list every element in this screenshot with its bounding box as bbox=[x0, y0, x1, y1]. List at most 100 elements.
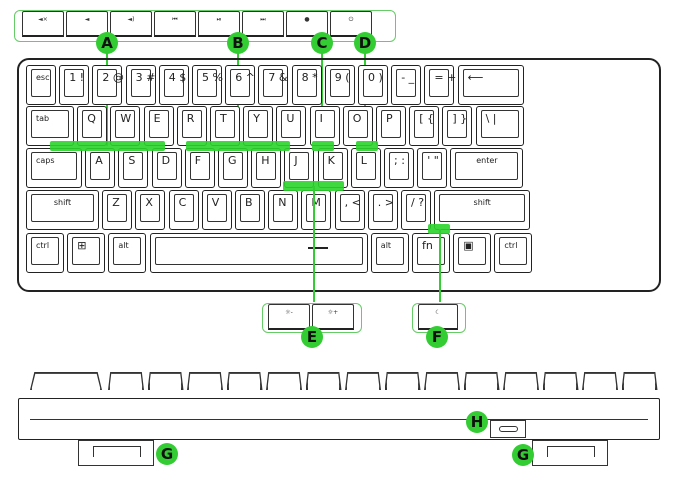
key-label: X bbox=[145, 196, 153, 209]
key-label: ' " bbox=[427, 154, 439, 167]
key-3[interactable]: 3 # bbox=[125, 65, 156, 105]
keycap-top bbox=[347, 110, 368, 138]
key-label: A bbox=[95, 154, 103, 167]
key-label: T bbox=[220, 112, 227, 125]
keycap-top bbox=[90, 152, 111, 180]
side-keycap bbox=[267, 373, 301, 390]
key-fn[interactable]: fn bbox=[412, 233, 450, 273]
key-7[interactable]: 7 & bbox=[258, 65, 289, 105]
key-ctrl[interactable]: ctrl bbox=[494, 233, 533, 273]
key-5[interactable]: 5 % bbox=[192, 65, 223, 105]
key-alt[interactable]: alt bbox=[370, 233, 409, 273]
keycap-top bbox=[140, 194, 161, 222]
volume-down-icon: ◄ bbox=[84, 16, 90, 23]
key-a[interactable]: A bbox=[85, 148, 116, 188]
usb-c-port[interactable] bbox=[499, 426, 518, 432]
key-x[interactable]: X bbox=[135, 190, 166, 230]
key-label: K bbox=[327, 154, 335, 167]
key-8[interactable]: 8 * bbox=[291, 65, 322, 105]
key-1[interactable]: 1 ! bbox=[59, 65, 90, 105]
keycap-top bbox=[306, 194, 327, 222]
keycap-top bbox=[314, 110, 335, 138]
key-z[interactable]: Z bbox=[102, 190, 133, 230]
key-shift[interactable]: shift bbox=[26, 190, 99, 230]
key-u[interactable]: U bbox=[276, 106, 307, 146]
key-t[interactable]: T bbox=[210, 106, 240, 146]
key-r2k10[interactable]: ; : bbox=[384, 148, 414, 188]
function-key-next-track[interactable]: ⏭ bbox=[242, 11, 284, 37]
key-r3k9[interactable]: . > bbox=[367, 190, 398, 230]
key-o[interactable]: O bbox=[342, 106, 373, 146]
key-esc[interactable]: esc bbox=[26, 65, 56, 105]
key-e[interactable]: E bbox=[143, 106, 174, 146]
key-r0k13[interactable]: ⟵ bbox=[457, 65, 524, 105]
kickstand-foot-left[interactable] bbox=[78, 440, 154, 466]
key-label: G bbox=[228, 154, 237, 167]
foot-right-detail bbox=[547, 446, 595, 457]
keycap-top bbox=[355, 152, 376, 180]
kickstand-foot-right[interactable] bbox=[532, 440, 608, 466]
key-s[interactable]: S bbox=[118, 148, 149, 188]
key-r0k11[interactable]: - _ bbox=[391, 65, 422, 105]
function-key-volume-up[interactable]: ◄) bbox=[110, 11, 152, 37]
key-6[interactable]: 6 ^ bbox=[225, 65, 256, 105]
highlight-tab-q-w bbox=[50, 141, 165, 151]
key-f[interactable]: F bbox=[184, 148, 215, 188]
keycap-top bbox=[197, 69, 217, 97]
key-n[interactable]: N bbox=[268, 190, 299, 230]
keycap-top bbox=[31, 237, 59, 265]
keycap-top bbox=[256, 152, 277, 180]
key-r2k11[interactable]: ' " bbox=[417, 148, 448, 188]
function-key-volume-mute[interactable]: ◄× bbox=[22, 11, 64, 37]
key-label: Y bbox=[253, 112, 260, 125]
key-4[interactable]: 4 $ bbox=[158, 65, 189, 105]
side-keycap bbox=[622, 373, 657, 390]
previous-track-icon: ⏮ bbox=[172, 16, 178, 23]
key-w[interactable]: W bbox=[110, 106, 141, 146]
key-r1k11[interactable]: [ { bbox=[409, 106, 440, 146]
key-i[interactable]: I bbox=[309, 106, 340, 146]
key-r4k1[interactable]: ⊞ bbox=[67, 233, 106, 273]
key-label: S bbox=[128, 154, 136, 167]
key-label: - _ bbox=[401, 71, 415, 84]
key-b[interactable]: B bbox=[235, 190, 265, 230]
key-d[interactable]: D bbox=[151, 148, 182, 188]
key-g[interactable]: G bbox=[218, 148, 248, 188]
key-alt[interactable]: alt bbox=[108, 233, 147, 273]
key-m[interactable]: M bbox=[301, 190, 332, 230]
key-l[interactable]: L bbox=[350, 148, 381, 188]
key-caps[interactable]: caps bbox=[26, 148, 82, 188]
key-ctrl[interactable]: ctrl bbox=[26, 233, 64, 273]
key-r3k8[interactable]: , < bbox=[334, 190, 365, 230]
key-label: fn bbox=[422, 239, 433, 252]
key-label: 6 ^ bbox=[235, 71, 255, 84]
leader-line-e bbox=[313, 186, 315, 302]
function-key-group bbox=[14, 10, 396, 42]
key-r4k6[interactable]: ▣ bbox=[453, 233, 492, 273]
key-2[interactable]: 2 @ bbox=[92, 65, 124, 105]
key-c[interactable]: C bbox=[168, 190, 199, 230]
brightness-down-key[interactable]: ☼- bbox=[268, 304, 310, 330]
key-r3k10[interactable]: / ? bbox=[401, 190, 431, 230]
key-9[interactable]: 9 ( bbox=[324, 65, 355, 105]
key-p[interactable]: P bbox=[376, 106, 406, 146]
brightness-up-key[interactable]: ☼+ bbox=[312, 304, 354, 330]
key-r1k12[interactable]: ] } bbox=[442, 106, 473, 146]
key-y[interactable]: Y bbox=[243, 106, 274, 146]
key-space[interactable] bbox=[149, 233, 368, 273]
key-r[interactable]: R bbox=[176, 106, 207, 146]
function-key-previous-track[interactable]: ⏮ bbox=[154, 11, 196, 37]
keycap-top bbox=[72, 237, 101, 265]
key-v[interactable]: V bbox=[201, 190, 232, 230]
key-shift[interactable]: shift bbox=[434, 190, 531, 230]
key-0[interactable]: 0 ) bbox=[358, 65, 388, 105]
key-r1k13[interactable]: \ | bbox=[475, 106, 524, 146]
side-keycap bbox=[464, 373, 499, 390]
key-r0k12[interactable]: = + bbox=[424, 65, 456, 105]
key-tab[interactable]: tab bbox=[26, 106, 74, 146]
key-label: L bbox=[360, 154, 367, 167]
highlight-y bbox=[312, 141, 334, 151]
key-enter[interactable]: enter bbox=[450, 148, 524, 188]
key-q[interactable]: Q bbox=[77, 106, 108, 146]
key-h[interactable]: H bbox=[251, 148, 282, 188]
